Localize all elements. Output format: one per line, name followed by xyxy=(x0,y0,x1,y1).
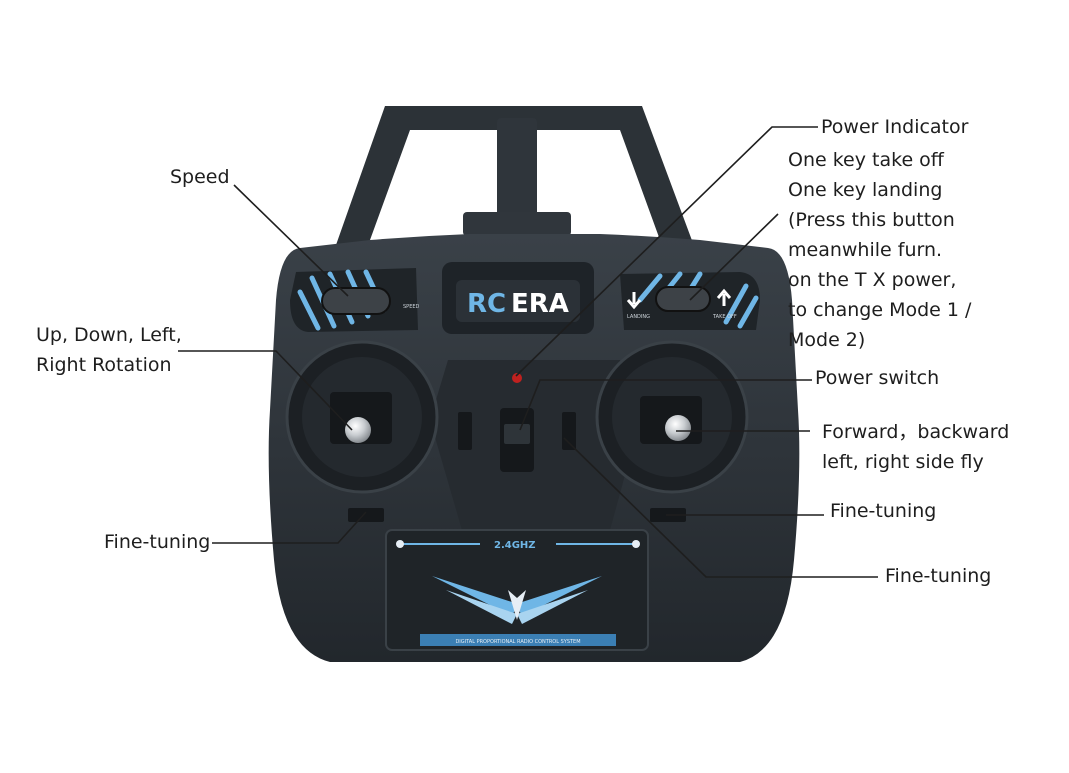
label-power-switch: Power switch xyxy=(815,367,940,389)
left-vertical-trim[interactable] xyxy=(458,412,472,450)
right-vertical-trim[interactable] xyxy=(562,412,576,450)
label-speed: Speed xyxy=(170,166,230,188)
takeoff-landing-button[interactable] xyxy=(655,286,711,312)
eagle-emblem-icon xyxy=(508,590,526,620)
label-power-indicator: Power Indicator xyxy=(821,116,969,138)
logo-rc: RC xyxy=(467,289,506,319)
speed-tag: SPEED xyxy=(403,304,420,310)
power-switch[interactable] xyxy=(500,408,534,472)
label-one-key: One key take off One key landing (Press … xyxy=(788,149,972,351)
right-stick[interactable] xyxy=(595,340,749,494)
label-fine-tuning-right-upper: Fine-tuning xyxy=(830,500,937,522)
logo-era: ERA xyxy=(511,289,569,319)
power-indicator-led xyxy=(512,373,522,383)
speed-switch-panel: SPEED xyxy=(290,268,420,332)
emblem-panel: 2.4GHZ DIGITAL PROPORTIONAL RADIO CONTRO… xyxy=(385,529,649,651)
panel-text: DIGITAL PROPORTIONAL RADIO CONTROL SYSTE… xyxy=(455,639,580,645)
landing-arrow-icon xyxy=(626,292,642,310)
speed-toggle[interactable] xyxy=(321,287,391,315)
takeoff-tag: TAKE OFF xyxy=(712,314,737,320)
label-rotation: Up, Down, Left, Right Rotation xyxy=(36,324,182,376)
band-label: 2.4GHZ xyxy=(494,540,536,551)
antenna xyxy=(463,118,571,236)
left-horizontal-trim[interactable] xyxy=(348,508,384,522)
label-fine-tuning-right-lower: Fine-tuning xyxy=(885,565,992,587)
left-stick[interactable] xyxy=(285,340,439,494)
label-forward-backward: Forward，backward left, right side fly xyxy=(822,421,1010,473)
landing-tag: LANDING xyxy=(627,314,650,320)
brand-logo: RC ERA xyxy=(442,262,594,334)
label-fine-tuning-left: Fine-tuning xyxy=(104,531,211,553)
takeoff-landing-panel: LANDING TAKE OFF xyxy=(620,271,760,330)
takeoff-arrow-icon xyxy=(716,288,732,306)
leader-lines xyxy=(178,126,878,578)
